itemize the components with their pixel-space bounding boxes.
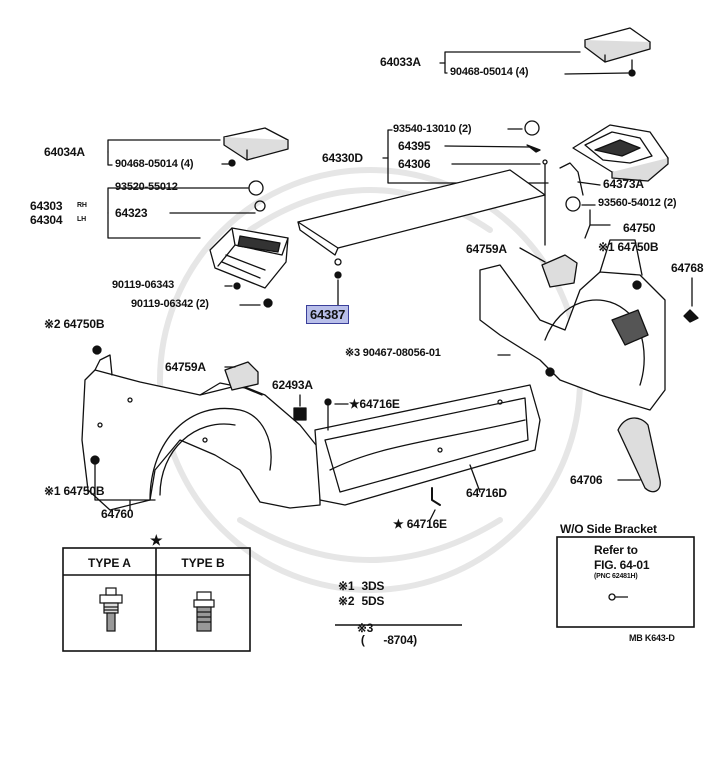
side-box-pnc: (PNC 62481H) — [594, 573, 638, 580]
legend-mark-3: ※3 — [356, 621, 374, 635]
label-64716e-top: ★64716E — [349, 397, 400, 411]
bracket-64323-shape — [209, 200, 289, 289]
type-b-header: TYPE B — [181, 556, 225, 570]
legend-row-3: ※3 ( -8704) — [338, 610, 417, 658]
back-panel-64716d-shape — [314, 384, 541, 506]
label-90119-06343: 90119-06343 — [112, 279, 175, 291]
legend-text-2: 5DS — [361, 594, 385, 608]
left-trim-64760-shape — [81, 354, 321, 511]
label-64760: 64760 — [101, 507, 134, 521]
side-box-refer: Refer to — [594, 543, 638, 557]
type-table-star: ★ — [150, 532, 163, 548]
label-90468-05014-top: 90468-05014 (4) — [450, 66, 529, 78]
label-64750: 64750 — [623, 221, 656, 235]
legend-row-2: ※2 5DS — [338, 595, 417, 607]
label-64330d: 64330D — [322, 151, 363, 165]
label-64716e-bottom: ★ 64716E — [393, 517, 447, 531]
cover-64706-shape — [617, 417, 661, 493]
label-64304-note: LH — [77, 216, 86, 223]
label-64387-highlighted[interactable]: 64387 — [306, 305, 350, 324]
legend-row-1: ※1 3DS — [338, 580, 417, 592]
type-a-header: TYPE A — [88, 556, 131, 570]
side-box-title: W/O Side Bracket — [560, 522, 657, 536]
label-64759a-left: 64759A — [165, 360, 206, 374]
label-64033a: 64033A — [380, 55, 421, 69]
legend-mark-2: ※2 — [338, 594, 355, 608]
label-64768: 64768 — [671, 261, 704, 275]
label-64750b-top: ※2 64750B — [44, 317, 105, 331]
label-93560-54012: 93560-54012 (2) — [598, 197, 677, 209]
bolt-type-b-icon — [193, 591, 215, 632]
label-64395: 64395 — [398, 139, 431, 153]
bolt-type-a-icon — [99, 587, 123, 632]
pad-64759a-left-shape — [224, 361, 259, 391]
label-64303-note: RH — [77, 202, 87, 209]
legend: ※1 3DS ※2 5DS ※3 ( -8704) — [338, 580, 417, 658]
label-64304: 64304 — [30, 213, 63, 227]
legend-mark-1: ※1 — [338, 579, 355, 593]
label-64373a: 64373A — [603, 177, 644, 191]
side-box-fig[interactable]: FIG. 64-01 — [594, 558, 650, 572]
cover-64033a-shape — [584, 27, 651, 77]
label-93540-13010: 93540-13010 (2) — [393, 123, 472, 135]
label-64034a: 64034A — [44, 145, 85, 159]
diagram-code: MB K643-D — [629, 633, 675, 643]
label-62493a: 62493A — [272, 378, 313, 392]
label-64716d: 64716D — [466, 486, 507, 500]
label-64759a-right: 64759A — [466, 242, 507, 256]
label-64750b-bottom: ※1 64750B — [44, 484, 105, 498]
label-64750b-right: ※1 64750B — [598, 240, 659, 254]
label-90467-08056: ※3 90467-08056-01 — [345, 347, 441, 359]
clip-62493a-shape — [293, 407, 307, 421]
label-93520-55012: 93520-55012 — [115, 181, 178, 193]
label-64706: 64706 — [570, 473, 603, 487]
right-trim-64750-shape — [479, 239, 699, 411]
package-tray-shape — [297, 159, 548, 266]
side-bracket-box-frame — [556, 536, 695, 628]
label-64306: 64306 — [398, 157, 431, 171]
label-90119-06342: 90119-06342 (2) — [131, 298, 209, 310]
label-90468-05014-left: 90468-05014 (4) — [115, 158, 194, 170]
label-64323: 64323 — [115, 206, 148, 220]
bracket-64373a-shape — [559, 124, 669, 196]
legend-text-1: 3DS — [361, 579, 385, 593]
cover-64034a-shape — [223, 127, 289, 167]
type-table-frame — [62, 547, 251, 652]
legend-text-3: ( -8704) — [360, 633, 417, 647]
pad-64759a-right-shape — [541, 254, 578, 288]
label-64303: 64303 — [30, 199, 63, 213]
